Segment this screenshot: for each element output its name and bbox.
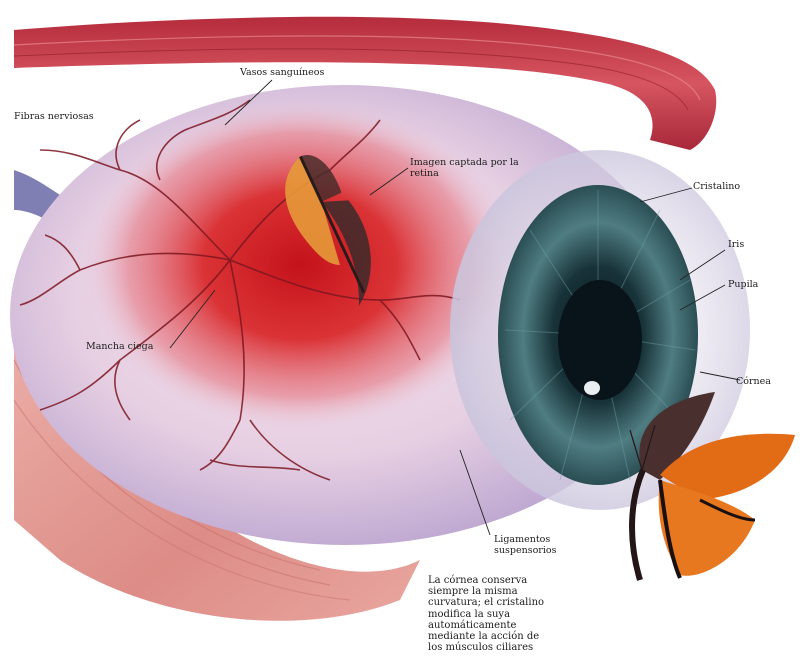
label-pupila: Pupila [728,280,758,291]
label-ligamentos-suspensorios: Ligamentos suspensorios [494,535,556,557]
label-cristalino: Cristalino [693,182,740,193]
diagram-caption: La córnea conserva siempre la misma curv… [428,575,568,653]
label-imagen-retina: Imagen captada por la retina [410,158,519,180]
label-fibras-nerviosas: Fibras nerviosas [14,112,94,123]
label-vasos-sanguineos: Vasos sanguíneos [240,68,324,79]
label-cornea: Córnea [736,377,771,388]
label-iris: Iris [728,240,744,251]
label-mancha-ciega: Mancha ciega [86,342,153,353]
